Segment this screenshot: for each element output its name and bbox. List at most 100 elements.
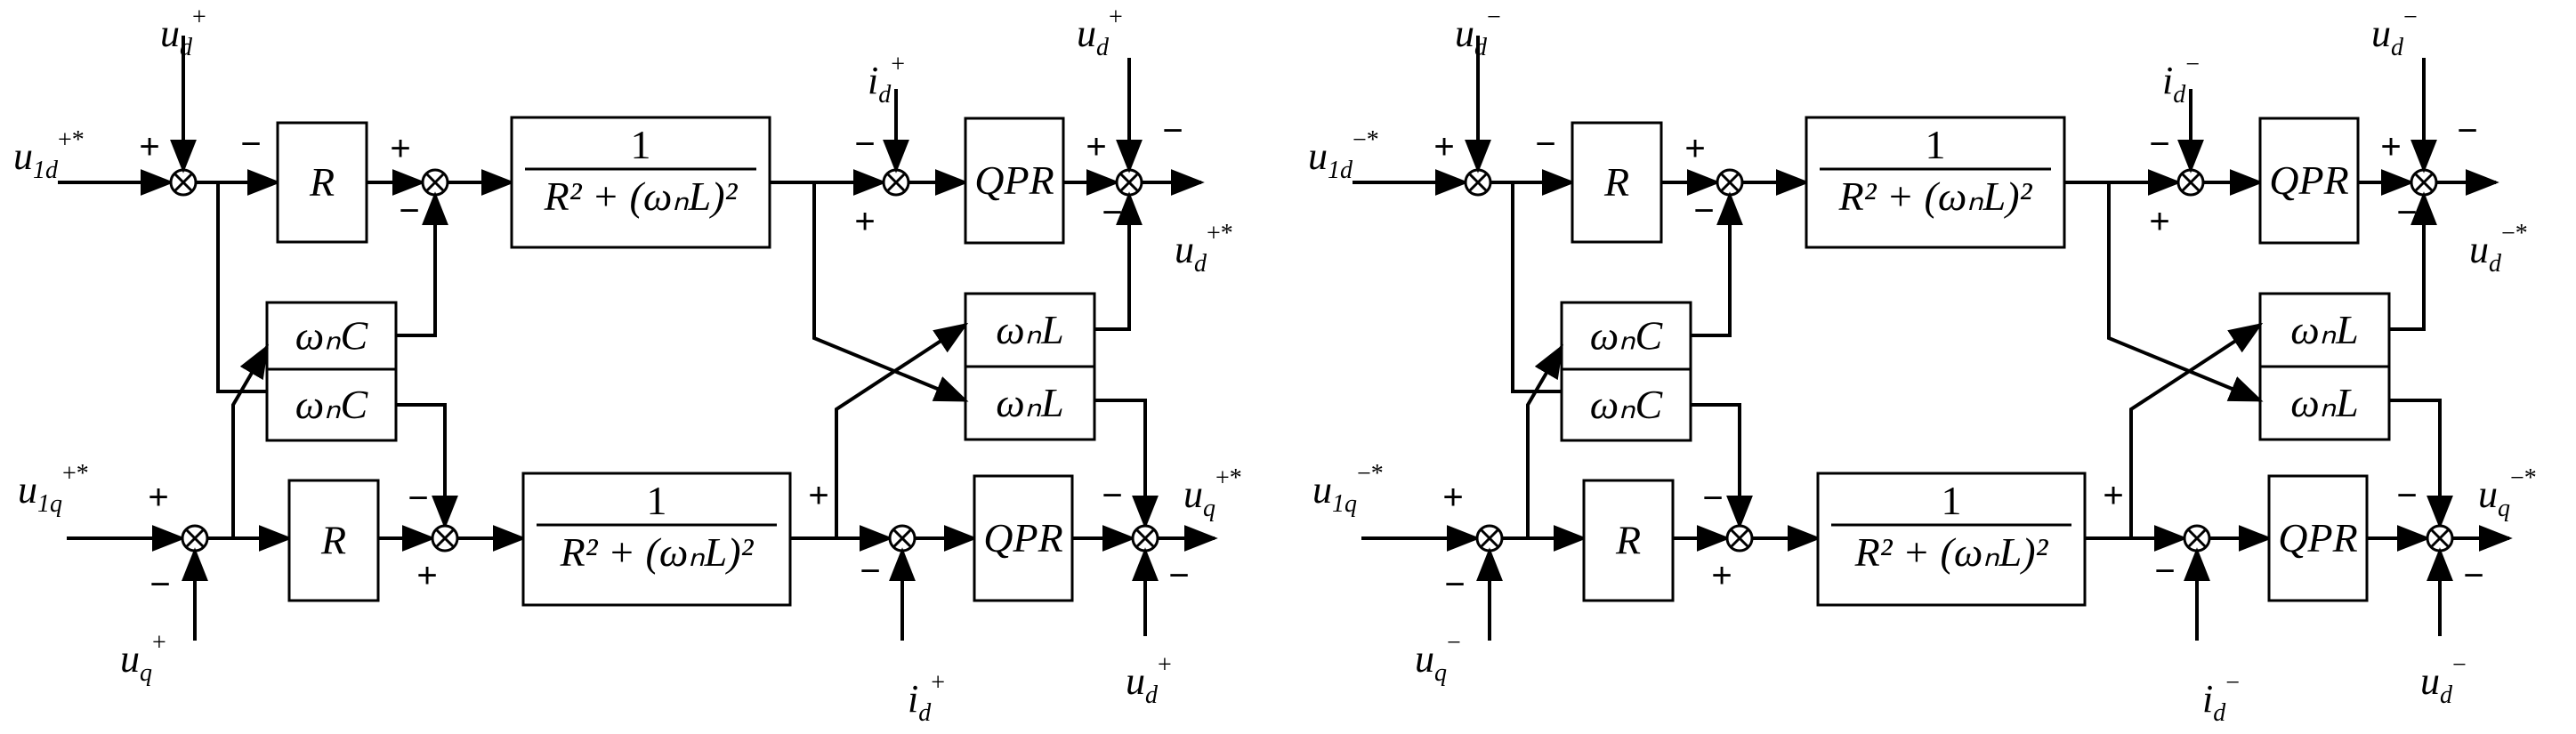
label-ud-out: ud+*: [1175, 220, 1233, 278]
label-uq-out: uq−*: [2478, 464, 2537, 522]
svg-text:R² + (ωₙL)²: R² + (ωₙL)²: [1854, 529, 2049, 575]
label-ud-right-top: ud+: [1077, 4, 1123, 61]
svg-text:QPR: QPR: [2278, 515, 2357, 561]
summer-d4: [1115, 168, 1143, 197]
svg-text:QPR: QPR: [974, 157, 1054, 203]
block-fraction-top: 1 R² + (ωₙL)²: [510, 116, 771, 249]
svg-text:R: R: [1603, 159, 1629, 205]
summer-q3: [888, 524, 917, 553]
sign-s3-minus: −: [2149, 125, 2169, 164]
sign-q1-plus: +: [1442, 478, 1463, 517]
wire-wnc-to-s6: [1691, 403, 1753, 529]
sign-s4-minus-top: −: [1162, 111, 1183, 150]
sign-s2-minus: −: [399, 191, 419, 230]
label-ud-top: ud+: [160, 4, 206, 61]
sign-s4-plus: +: [2380, 127, 2401, 166]
sign-s2-minus: −: [1693, 191, 1714, 230]
svg-text:ωₙL: ωₙL: [996, 380, 1063, 425]
block-fraction-top: 1R² + (ωₙL)²: [1805, 116, 2066, 249]
sign-q4-minus-bottom: −: [2463, 556, 2483, 595]
summer-q1: [181, 524, 209, 553]
label-ud-out: ud−*: [2469, 220, 2528, 278]
svg-text:R² + (ωₙL)²: R² + (ωₙL)²: [560, 529, 755, 575]
svg-text:QPR: QPR: [2269, 157, 2348, 203]
summer-d3: [2176, 168, 2205, 197]
summer-q1: [1475, 524, 1504, 553]
summer-q4: [2426, 524, 2454, 553]
sign-s1-minus: −: [1535, 125, 1555, 164]
summer-d2: [421, 168, 449, 197]
svg-text:R: R: [1615, 518, 1641, 563]
summer-d3: [882, 168, 910, 197]
sign-s1-plus: +: [1433, 127, 1454, 166]
block-wnl-upper: ωₙL: [964, 292, 1096, 368]
sign-q1-minus: −: [1444, 565, 1465, 604]
sign-q2-minus: −: [408, 479, 428, 518]
sign-s3-minus: −: [854, 125, 875, 164]
sign-q4-minus-top: −: [1102, 476, 1122, 515]
label-ud-right-bottom: ud−: [2420, 651, 2467, 709]
label-uq-out: uq+*: [1183, 464, 1242, 522]
label-ud-top: ud−: [1455, 4, 1501, 61]
sign-s4-plus: +: [1086, 127, 1106, 166]
svg-text:ωₙC: ωₙC: [1590, 382, 1664, 427]
sign-q3-minus: −: [2154, 552, 2175, 591]
svg-text:ωₙC: ωₙC: [1590, 313, 1664, 359]
label-u1q: u1q−*: [1312, 460, 1384, 518]
block-r-top: R: [276, 121, 368, 244]
block-qpr-top: QPR: [964, 117, 1065, 245]
svg-text:ωₙC: ωₙC: [295, 313, 369, 359]
block-wnl-upper: ωₙL: [2258, 292, 2391, 368]
sign-s4-minus-top: −: [2457, 111, 2477, 150]
wire-d-to-wnl: [812, 182, 969, 402]
summer-q4: [1131, 524, 1159, 553]
sign-q3-plus: +: [2103, 476, 2123, 515]
block-r-bottom: R: [1582, 479, 1675, 602]
svg-text:R² + (ωₙL)²: R² + (ωₙL)²: [1838, 173, 2033, 219]
svg-text:1: 1: [647, 478, 667, 523]
svg-text:R² + (ωₙL)²: R² + (ωₙL)²: [544, 173, 739, 219]
wire-wnc-to-s2: [1691, 191, 1743, 337]
sign-q1-minus: −: [149, 565, 170, 604]
label-uq-bottom: uq−: [1415, 629, 1461, 687]
svg-text:ωₙL: ωₙL: [2290, 380, 2358, 425]
summer-q2: [431, 524, 459, 553]
label-ud-right-bottom: ud+: [1126, 651, 1172, 709]
block-wnc-upper: ωₙC: [265, 301, 398, 371]
sign-q2-minus: −: [1702, 479, 1723, 518]
sign-s1-minus: −: [240, 125, 261, 164]
block-qpr-top: QPR: [2258, 117, 2360, 245]
summer-d2: [1716, 168, 1744, 197]
wire-wnl-to-s4: [2389, 191, 2437, 331]
wire-d-to-wnl: [2107, 182, 2264, 402]
label-id-top: id−: [2162, 51, 2200, 109]
label-id-bottom: id−: [2202, 669, 2240, 727]
svg-text:R: R: [320, 518, 346, 563]
block-wnc-lower: ωₙC: [265, 367, 398, 442]
label-id-bottom: id+: [908, 669, 945, 727]
label-id-top: id+: [868, 51, 905, 109]
block-r-bottom: R: [287, 479, 380, 602]
summer-q2: [1725, 524, 1754, 553]
svg-text:R: R: [309, 159, 335, 205]
block-wnc-lower: ωₙC: [1560, 367, 1692, 442]
label-ud-right-top: ud−: [2371, 4, 2418, 61]
block-fraction-bottom: 1 R² + (ωₙL)²: [1816, 472, 2087, 607]
diagram-pos: R 1 R² + (ωₙL)² QPR ωₙC ωₙC ωₙL ωₙL R 1 R² + (ωₙL)…: [13, 4, 1242, 727]
wire-q-to-wnl: [835, 322, 969, 538]
sign-q3-plus: +: [808, 476, 828, 515]
block-wnc-upper: ωₙC: [1560, 301, 1692, 371]
summer-d1: [1464, 168, 1492, 197]
svg-text:1: 1: [1942, 478, 1962, 523]
wire-d-to-wc: [1511, 182, 1562, 393]
sign-s2-plus: +: [1684, 129, 1705, 168]
svg-text:1: 1: [631, 122, 651, 167]
wire-wnl-to-s8: [1094, 399, 1159, 529]
summer-d1: [169, 168, 198, 197]
label-u1q: u1q+*: [18, 460, 89, 518]
block-wnl-lower: ωₙL: [964, 365, 1096, 441]
label-u1d: u1d+*: [13, 126, 85, 184]
sign-s1-plus: +: [139, 127, 159, 166]
